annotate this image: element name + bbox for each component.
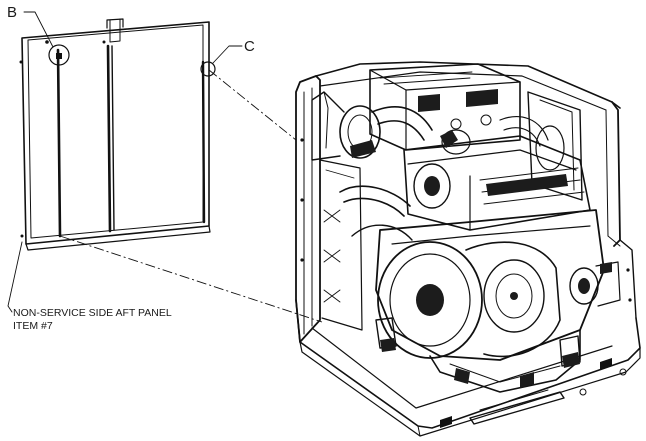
callout-b-fastener [56,53,62,59]
callout-c-circle [200,61,216,77]
callout-b-label: B [7,4,17,21]
callout-c-label: C [244,38,255,55]
generator-assembly [295,61,641,437]
panel-label-line1: NON-SERVICE SIDE AFT PANEL [13,307,172,319]
aft-panel [19,18,211,251]
panel-label-leader [7,241,23,313]
callout-b-circle [48,44,70,66]
callout-c-leader [212,45,243,64]
callout-b-leader [23,11,54,48]
alignment-lines [59,69,323,323]
panel-label-line2: ITEM #7 [13,320,53,332]
